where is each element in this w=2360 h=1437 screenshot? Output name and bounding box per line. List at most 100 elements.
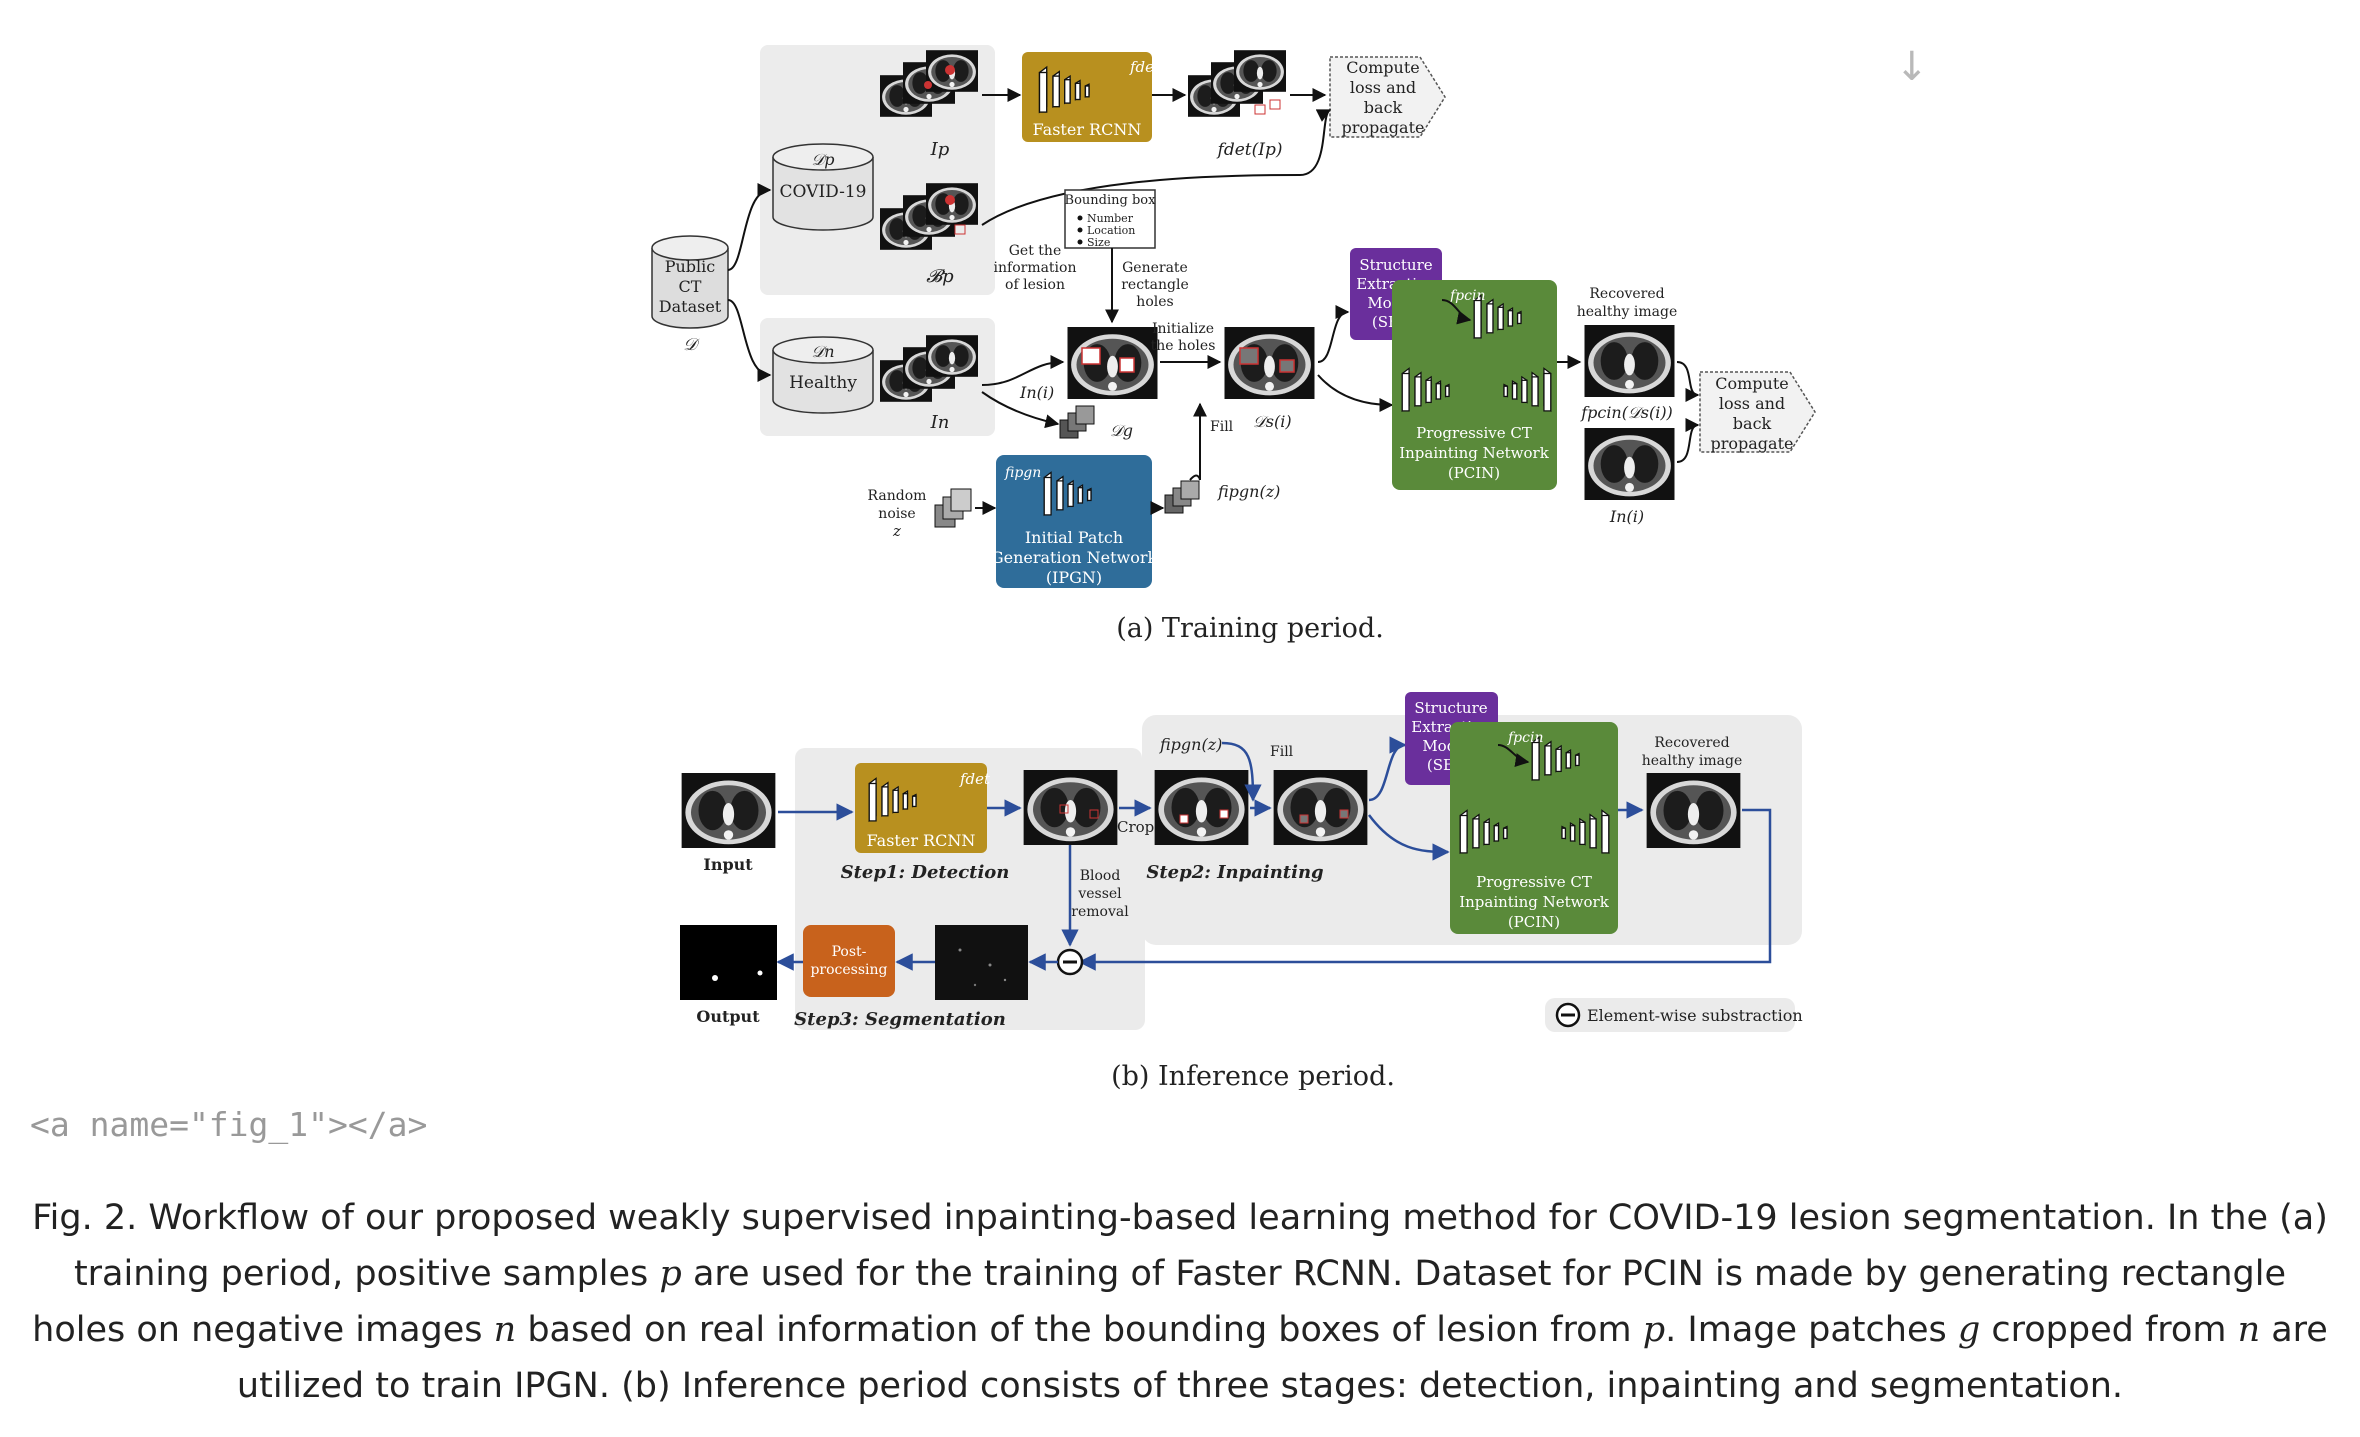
fdet-output-stack: fdet(Ip) <box>1188 50 1286 160</box>
figure-caption: Fig. 2. Workflow of our proposed weakly … <box>30 1190 2330 1414</box>
step1-label: Step1: Detection <box>841 862 1010 883</box>
fipgn-z-label: fipgn(z) <box>1217 482 1280 501</box>
gen-holes-3: holes <box>1136 294 1173 310</box>
init-holes-1: Initialize <box>1152 321 1214 337</box>
init-holes-2: the holes <box>1151 338 1216 354</box>
faster-rcnn-label: Faster RCNN <box>1033 120 1142 139</box>
output-label: Output <box>696 1007 760 1026</box>
inference-diagram: Input fdet Faster RCNN Step1: Detection … <box>680 692 1803 1090</box>
filled-ct <box>1273 770 1368 845</box>
fipgn-patches <box>1164 480 1200 514</box>
healthy-cylinder: 𝒟n Healthy <box>772 336 874 414</box>
propagate-label: propagate <box>1342 118 1425 137</box>
in-label: In <box>930 412 950 433</box>
ds-label: 𝒟s(i) <box>1253 412 1292 431</box>
output-mask <box>680 925 777 1000</box>
legend: Element-wise substraction <box>1545 998 1803 1032</box>
get-info-3: of lesion <box>1005 277 1065 293</box>
bp-ct-stack: 𝓑p <box>880 183 978 287</box>
bbox-title: Bounding box <box>1065 193 1157 208</box>
public-symbol: 𝒟 <box>683 335 700 355</box>
inference-pcin-1: Progressive CT <box>1476 873 1592 891</box>
fill-label: Fill <box>1210 419 1234 435</box>
noise-label-2: noise <box>878 506 915 522</box>
recovered-ct <box>1584 325 1675 397</box>
crop-label: Crop <box>1117 818 1154 836</box>
recovered-label-2: healthy image <box>1577 304 1677 320</box>
detected-ct <box>1023 770 1118 845</box>
noise-patches <box>934 488 972 528</box>
compute-loss-1: Compute loss and back propagate <box>1329 56 1446 138</box>
back2-label: back <box>1733 414 1772 433</box>
covid19-label: COVID-19 <box>780 182 867 202</box>
caption-n2: n <box>2237 1310 2261 1350</box>
vessel-label-3: removal <box>1071 904 1129 920</box>
ds-image: 𝒟s(i) <box>1224 327 1315 431</box>
inference-subcaption: (b) Inference period. <box>1111 1061 1395 1090</box>
pcin-label-1: Progressive CT <box>1416 424 1532 442</box>
get-info-1: Get the <box>1009 243 1061 259</box>
ipgn-label-3: (IPGN) <box>1046 568 1102 587</box>
bounding-box-info: Bounding box Number Location Size <box>1064 189 1157 249</box>
in-i-label: In(i) <box>1019 383 1054 402</box>
ipgn-label-2: Generation Network <box>991 548 1158 567</box>
difference-map <box>935 925 1028 1000</box>
dataset-label: Dataset <box>659 297 722 316</box>
caption-part6: are utilized to train IPGN. (b) Inferenc… <box>236 1310 2328 1406</box>
step3-label: Step3: Segmentation <box>794 1009 1006 1030</box>
vessel-label-2: vessel <box>1077 886 1122 902</box>
fdet-label: fdet <box>1129 58 1161 76</box>
healthy-label: Healthy <box>789 373 857 393</box>
covid-cylinder: 𝒟p COVID-19 <box>772 143 874 231</box>
inference-fipgn-z-label: fipgn(z) <box>1159 735 1222 754</box>
inference-pcin-2: Inpainting Network <box>1459 893 1610 911</box>
caption-part1: Fig. 2. Workflow of our proposed weakly … <box>32 1198 2328 1294</box>
post-label-2: processing <box>810 962 887 978</box>
caption-p2: p <box>1642 1310 1666 1350</box>
caption-part2: are used for the training of Faster RCNN… <box>32 1254 2287 1350</box>
inference-recovered-ct <box>1646 773 1741 848</box>
get-info-2: information <box>994 260 1077 276</box>
caption-part5: cropped from <box>1980 1310 2238 1350</box>
scroll-down-arrow-icon[interactable]: ↓ <box>1895 44 1929 90</box>
ipgn-label-1: Initial Patch <box>1025 528 1123 547</box>
dg-label: 𝒟g <box>1110 421 1133 440</box>
input-label: Input <box>703 855 753 874</box>
input-ct <box>681 773 776 848</box>
compute2-label: Compute <box>1715 374 1789 393</box>
caption-p: p <box>659 1254 682 1294</box>
inference-pcin-box <box>1450 722 1618 934</box>
workflow-figure: ↓ Public CT Dataset 𝒟 𝒟p COVID-19 𝒟n <box>651 44 1929 1090</box>
public-ct-dataset-cylinder: Public CT Dataset 𝒟 <box>651 235 729 355</box>
anchor-code: <a name="fig_1"></a> <box>30 1105 428 1144</box>
ip-ct-stack: Ip <box>880 50 978 160</box>
noise-z-label: z <box>892 522 901 540</box>
propagate2-label: propagate <box>1711 434 1794 453</box>
training-diagram: Public CT Dataset 𝒟 𝒟p COVID-19 𝒟n Healt… <box>651 45 1816 644</box>
ct-label: CT <box>679 277 702 296</box>
subtraction-icon <box>1056 948 1084 976</box>
inference-faster-rcnn-label: Faster RCNN <box>867 831 976 850</box>
dg-patches: 𝒟g <box>1059 405 1133 440</box>
vessel-label-1: Blood <box>1080 868 1121 884</box>
gen-holes-2: rectangle <box>1121 277 1189 293</box>
caption-g: g <box>1957 1310 1981 1350</box>
in-with-holes <box>1067 327 1158 399</box>
inference-recovered-1: Recovered <box>1654 735 1729 751</box>
bp-label: 𝓑p <box>926 266 954 287</box>
post-label-1: Post- <box>832 944 867 960</box>
pcin-box <box>1392 280 1557 490</box>
step2-label: Step2: Inpainting <box>1146 862 1323 883</box>
caption-n: n <box>493 1310 517 1350</box>
inference-fpcin-label: fpcin <box>1507 730 1543 746</box>
pcin-label-2: Inpainting Network <box>1399 444 1550 462</box>
fipgn-label: fipgn <box>1004 465 1041 481</box>
cropped-ct <box>1154 770 1249 845</box>
compute-loss-2: Compute loss and back propagate <box>1699 371 1816 453</box>
caption-part4: . Image patches <box>1665 1310 1958 1350</box>
inference-fill-label: Fill <box>1270 744 1294 760</box>
caption-part3: based on real information of the boundin… <box>516 1310 1643 1350</box>
loss-label: loss and <box>1350 78 1416 97</box>
compute-label: Compute <box>1346 58 1420 77</box>
ip-label: Ip <box>930 139 950 160</box>
